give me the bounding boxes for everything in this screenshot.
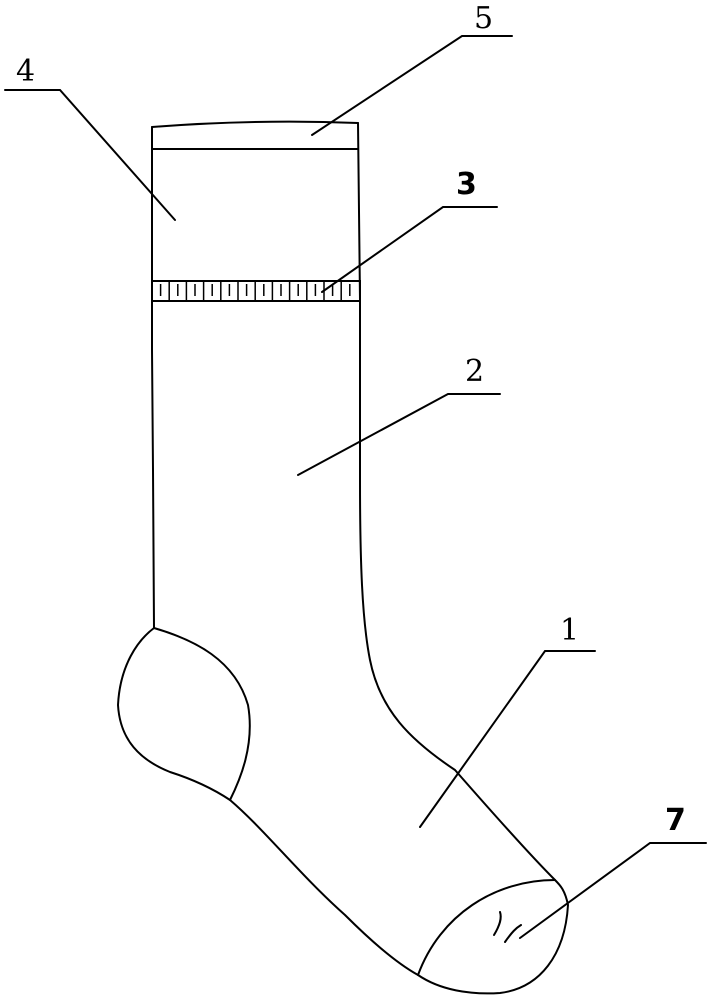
sock-drawing [118,122,568,994]
elastic-band-rect [152,281,360,301]
leader-5 [312,36,512,135]
leader-7 [520,843,706,938]
callout-5: 5 [474,1,493,36]
elastic-band-ticks [161,281,350,301]
leader-1 [420,651,595,827]
leader-lines [5,36,706,938]
callout-3: 3 [456,167,477,202]
heel-pocket [154,628,250,800]
callout-2: 2 [465,354,484,389]
callout-7: 7 [665,803,686,838]
leader-2 [298,394,500,475]
elastic-band [152,281,360,301]
toe-stitch-mark-1 [494,912,501,935]
callout-4: 4 [16,54,35,89]
callout-labels: 5 4 3 2 1 7 [16,1,686,838]
callout-1: 1 [560,613,579,648]
sock-outline [118,123,568,993]
leader-3 [322,207,497,292]
leader-4 [5,90,175,220]
toe-stitch-mark-2 [505,925,521,942]
